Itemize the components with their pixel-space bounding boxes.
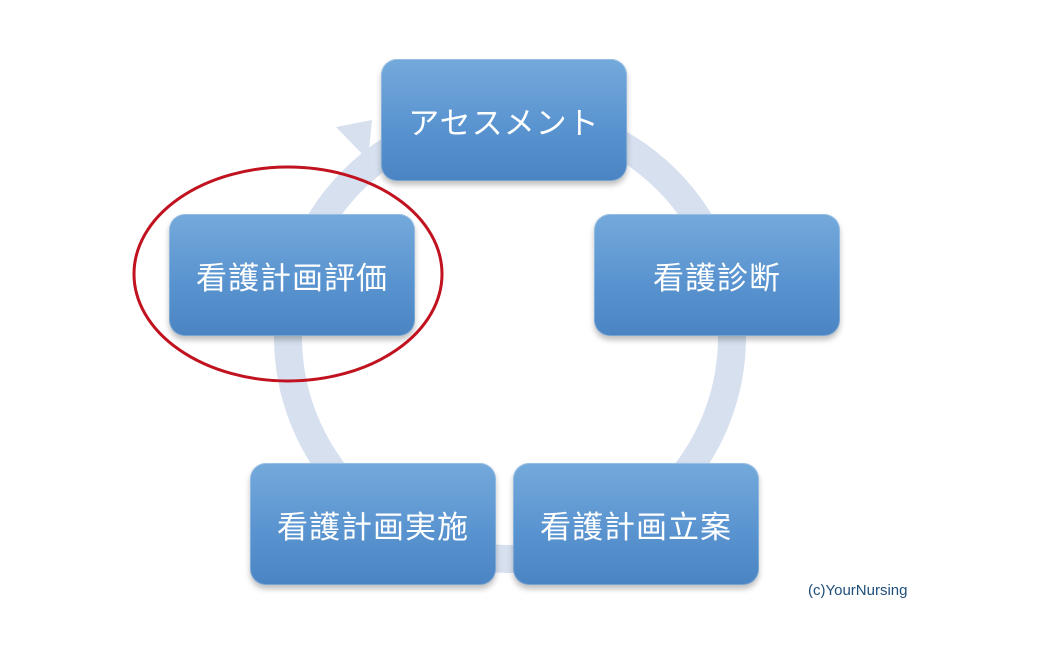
step-nursing-diagnosis-label: 看護診断 bbox=[653, 260, 781, 297]
step-care-implementation[interactable]: 看護計画実施 bbox=[250, 463, 496, 585]
step-care-evaluation-label: 看護計画評価 bbox=[196, 260, 388, 297]
step-assessment[interactable]: アセスメント bbox=[381, 59, 627, 181]
step-care-evaluation[interactable]: 看護計画評価 bbox=[169, 214, 415, 336]
step-nursing-diagnosis[interactable]: 看護診断 bbox=[594, 214, 840, 336]
cycle-arrowhead bbox=[336, 120, 372, 160]
step-care-planning[interactable]: 看護計画立案 bbox=[513, 463, 759, 585]
step-care-planning-label: 看護計画立案 bbox=[540, 509, 732, 546]
step-care-implementation-label: 看護計画実施 bbox=[277, 509, 469, 546]
step-assessment-label: アセスメント bbox=[408, 105, 600, 142]
copyright-text: (c)YourNursing bbox=[808, 582, 908, 599]
